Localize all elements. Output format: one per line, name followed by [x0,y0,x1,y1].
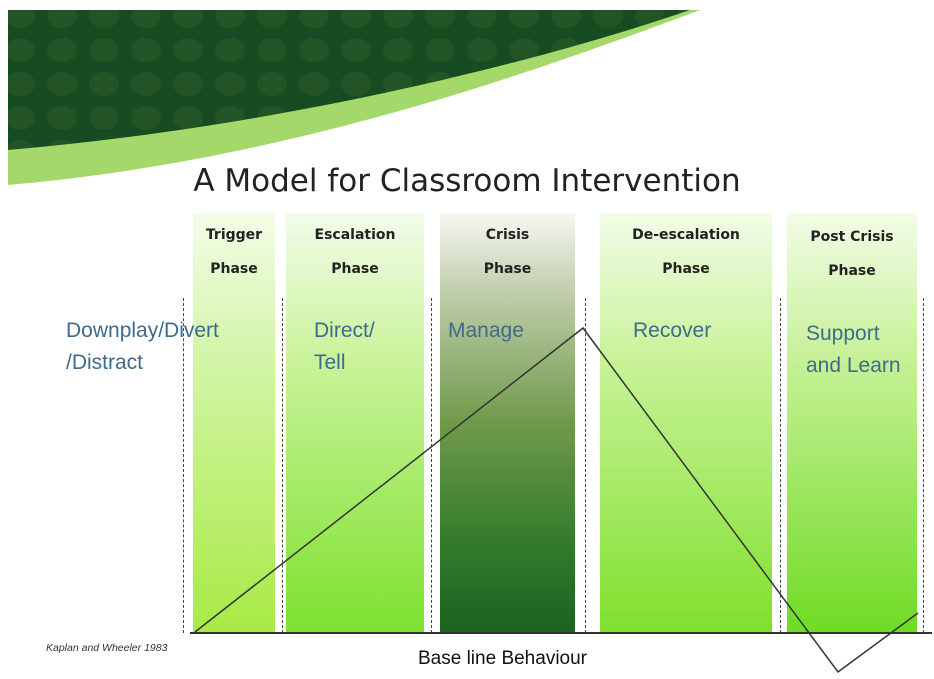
diagram-title: A Model for Classroom Intervention [193,163,741,199]
escalation-phase-column [286,213,424,633]
divider-line [585,298,586,633]
divider-line [282,298,283,633]
trigger-phase-column [193,213,275,633]
citation: Kaplan and Wheeler 1983 [46,642,168,654]
strategy-downplay: Downplay/Divert/Distract [66,319,219,374]
baseline-axis [190,632,932,634]
divider-line [183,298,184,633]
divider-line [431,298,432,633]
decorative-banner [8,10,700,185]
de-escalation-phase-column [600,213,772,633]
divider-line [923,298,924,633]
post-crisis-phase-column [787,213,917,633]
divider-line [780,298,781,633]
strategy-manage: Manage [448,319,524,342]
baseline-label: Base line Behaviour [418,648,587,669]
strategy-recover: Recover [633,319,712,342]
strategy-direct: Direct/Tell [314,319,375,374]
